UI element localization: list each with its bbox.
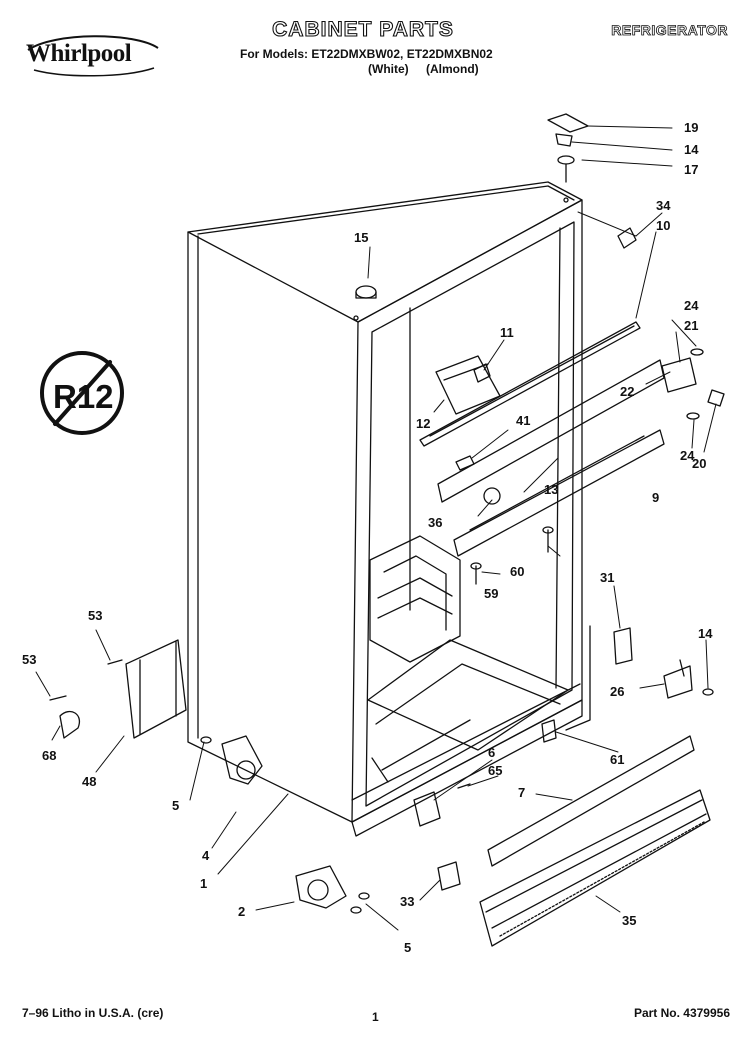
callout-6: 6 (488, 745, 495, 760)
litho-note: 7–96 Litho in U.S.A. (cre) (22, 1006, 164, 1020)
callout-22: 22 (620, 384, 634, 399)
page-number: 1 (372, 1010, 379, 1024)
brand-name: Whirlpool (26, 40, 132, 67)
callout-36: 36 (428, 515, 442, 530)
leveling-leg-front (200, 735, 263, 785)
callout-1: 1 (200, 876, 207, 891)
bracket-part-61 (541, 719, 557, 743)
screw-part-65 (457, 783, 471, 789)
color-variants: (White) (Almond) (368, 62, 479, 76)
callout-4: 4 (202, 848, 210, 863)
knob-part-36 (483, 487, 501, 505)
r12-no-symbol-icon: R12 (40, 351, 124, 435)
callout-19: 19 (684, 120, 698, 135)
callout-5-left: 5 (172, 798, 179, 813)
whirlpool-logo (27, 35, 159, 77)
callout-48: 48 (82, 774, 96, 789)
center-hinge (661, 348, 725, 420)
callout-14-top: 14 (684, 142, 699, 157)
models-line: For Models: ET22DMXBW02, ET22DMXBN02 (240, 47, 493, 61)
callout-41: 41 (516, 413, 530, 428)
top-hinge-cover (547, 113, 589, 183)
bracket-part-6 (413, 791, 441, 827)
callout-26: 26 (610, 684, 624, 699)
callout-9: 9 (652, 490, 659, 505)
page-title: CABINET PARTS (272, 17, 454, 41)
callout-12: 12 (416, 416, 430, 431)
plug-part-15 (355, 285, 377, 299)
screws-60-59 (470, 526, 554, 585)
color-almond: (Almond) (426, 62, 479, 76)
callout-2: 2 (238, 904, 245, 919)
callout-numbers: 19 14 17 34 10 15 11 12 41 13 36 60 59 9… (22, 120, 713, 955)
callout-21: 21 (684, 318, 698, 333)
callout-68: 68 (42, 748, 56, 763)
callout-24-top: 24 (684, 298, 699, 313)
category-label: REFRIGERATOR (611, 22, 728, 39)
clip-part-33 (437, 861, 461, 891)
callout-15: 15 (354, 230, 368, 245)
callout-59: 59 (484, 586, 498, 601)
toe-grille (479, 735, 711, 947)
leader-lines (35, 125, 717, 931)
callout-34: 34 (656, 198, 671, 213)
callout-33: 33 (400, 894, 414, 909)
callout-17: 17 (684, 162, 698, 177)
side-bracket (49, 639, 187, 739)
callout-31: 31 (600, 570, 614, 585)
bottom-hinge (565, 625, 714, 731)
clip-part-34 (617, 227, 637, 249)
callout-61: 61 (610, 752, 624, 767)
callout-11: 11 (500, 325, 514, 340)
callout-65: 65 (488, 763, 502, 778)
callout-53-upper: 53 (88, 608, 102, 623)
callout-35: 35 (622, 913, 636, 928)
callout-20: 20 (692, 456, 706, 471)
part-number: Part No. 4379956 (633, 1006, 730, 1020)
spring-part-41 (455, 455, 475, 471)
r12-label: R12 (53, 378, 114, 415)
callout-53-lower: 53 (22, 652, 36, 667)
rails (419, 321, 665, 557)
color-white: (White) (368, 62, 409, 76)
callout-13: 13 (544, 482, 558, 497)
callout-24-bottom: 24 (680, 448, 695, 463)
callout-60: 60 (510, 564, 524, 579)
callout-14-bottom: 14 (698, 626, 713, 641)
leveling-leg-rear (295, 865, 370, 914)
callout-5-right: 5 (404, 940, 411, 955)
callout-7: 7 (518, 785, 525, 800)
callout-10: 10 (656, 218, 670, 233)
